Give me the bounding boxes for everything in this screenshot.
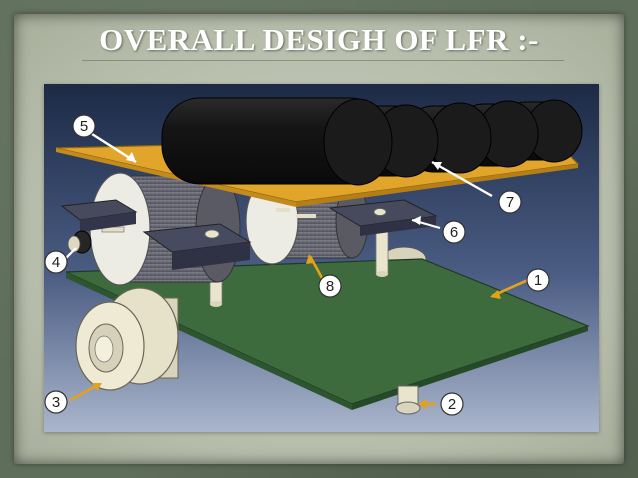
callout-arrows (63, 132, 529, 409)
callout-2: 2 (440, 392, 464, 416)
callout-circle (44, 390, 68, 414)
lfr-diagram: 1 2 3 4 5 6 7 8 (44, 84, 599, 432)
callout-6: 6 (442, 220, 466, 244)
callout-3: 3 (44, 390, 68, 414)
callout-1: 1 (526, 268, 550, 292)
callout-5: 5 (72, 114, 96, 138)
callout-number: 5 (80, 118, 88, 135)
left-bracket (60, 199, 252, 270)
callout-circle (526, 268, 550, 292)
page-title: OVERALL DESIGH OF LFR :- (99, 22, 539, 57)
callout-number: 1 (534, 272, 542, 289)
callout-number: 7 (506, 194, 514, 211)
callout-8: 8 (318, 274, 342, 298)
battery-pack (161, 97, 583, 186)
callout-circle (318, 274, 342, 298)
callout-circle (440, 392, 464, 416)
callout-number: 2 (448, 396, 456, 413)
callout-number: 8 (326, 278, 334, 295)
callout-4: 4 (44, 250, 68, 274)
front-wheel (75, 287, 179, 391)
callout-circle (498, 190, 522, 214)
callout-number: 4 (52, 254, 60, 271)
callout-number: 6 (450, 224, 458, 241)
callout-circle (442, 220, 466, 244)
caster-wheel (395, 385, 421, 415)
callout-7: 7 (498, 190, 522, 214)
callout-number: 3 (52, 394, 60, 411)
callout-circle (72, 114, 96, 138)
callout-markers: 1 2 3 4 5 6 7 8 (44, 114, 550, 416)
callout-circle (44, 250, 68, 274)
title-underline (82, 60, 564, 61)
lfr-diagram-svg: 1 2 3 4 5 6 7 8 (44, 84, 599, 432)
